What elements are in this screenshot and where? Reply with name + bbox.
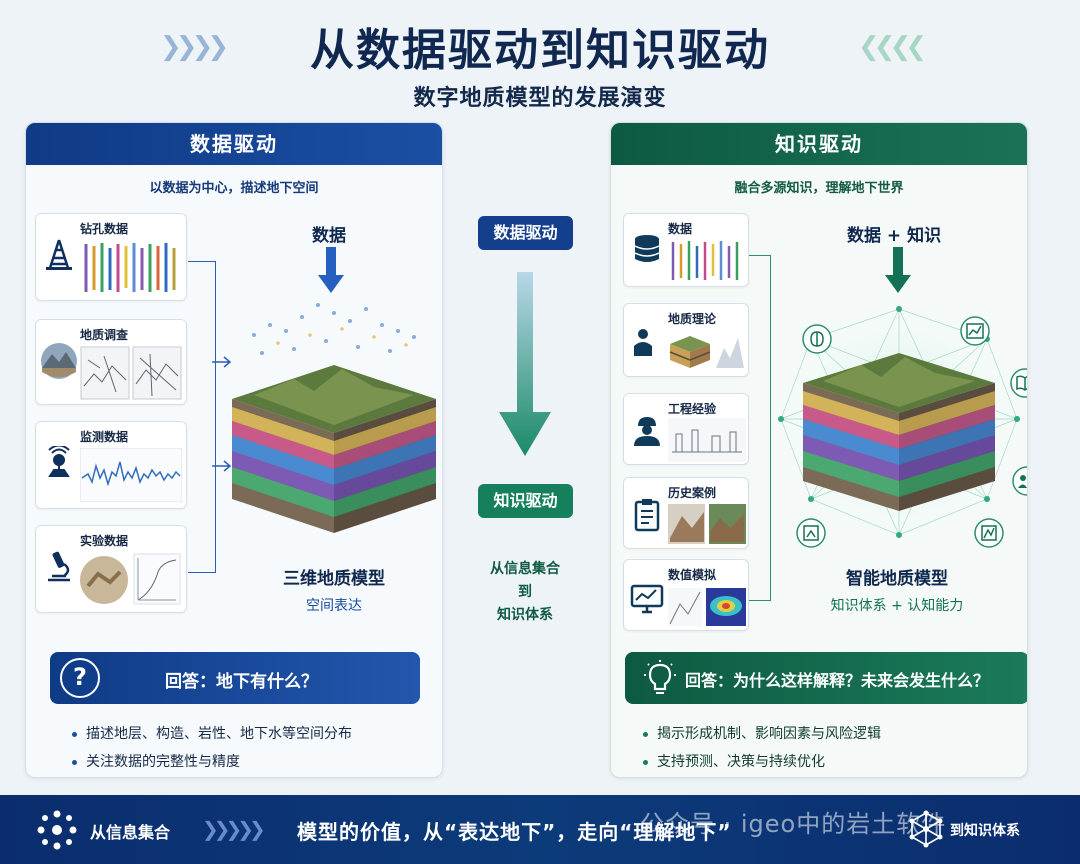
page-subtitle: 数字地质模型的发展演变 <box>413 86 667 111</box>
card-historical-cases[interactable]: 历史案例 <box>623 477 749 549</box>
clipboard-icon <box>634 499 660 532</box>
card-label: 地质调查 <box>80 328 129 342</box>
card-label: 数据 <box>668 222 693 236</box>
case-photos-image <box>668 504 746 544</box>
transition-line: 知识体系 <box>497 607 553 623</box>
drill-rig-icon <box>46 239 72 270</box>
engineering-sketch-image <box>668 418 746 462</box>
left-chevrons-icon: ❯❯❯❯ <box>160 32 229 62</box>
model-subtitle: 空间表达 <box>306 598 362 614</box>
down-arrow-icon <box>885 247 911 293</box>
knowledge-driven-pill: 知识驱动 <box>478 484 573 518</box>
monitor-station-icon <box>48 446 70 477</box>
survey-sketch-image <box>80 346 182 400</box>
data-driven-panel: 数据驱动 以数据为中心，描述地下空间 钻孔数据 地质调查 <box>25 122 443 778</box>
model-subtitle: 知识体系 + 认知能力 <box>830 598 964 614</box>
dots-network-icon <box>37 810 77 850</box>
data-driven-header: 数据驱动 <box>26 123 442 165</box>
map-node-icon <box>974 518 1004 548</box>
3d-geological-model <box>232 303 436 533</box>
input-data-knowledge-label: 数据 + 知识 <box>847 226 942 246</box>
microscope-icon <box>48 551 70 582</box>
question-icon: ? <box>60 658 100 698</box>
transition-line: 从信息集合 <box>490 561 560 577</box>
card-borehole-data[interactable]: 钻孔数据 <box>35 213 187 301</box>
monitoring-chart-image <box>80 448 182 502</box>
bullet-item: 关注数据的完整性与精度 <box>72 748 352 776</box>
model-title: 三维地质模型 <box>283 569 385 589</box>
mountain-photo-icon <box>41 343 77 379</box>
card-data[interactable]: 数据 <box>623 213 749 287</box>
bullet-list: 描述地层、构造、岩性、地下水等空间分布 关注数据的完整性与精度 <box>72 720 352 776</box>
transition-text: 从信息集合 到 知识体系 <box>465 558 585 627</box>
bullet-list: 揭示形成机制、影响因素与风险逻辑 支持预测、决策与持续优化 <box>643 720 881 776</box>
brain-node-icon <box>802 324 832 354</box>
card-engineering-experience[interactable]: 工程经验 <box>623 393 749 465</box>
card-label: 实验数据 <box>80 534 129 548</box>
watermark: 公众号 · igeo中的岩土软件 <box>640 810 947 838</box>
analysis-node-icon <box>796 518 826 548</box>
knowledge-driven-description: 融合多源知识，理解地下世界 <box>734 181 904 196</box>
inputs-bracket <box>188 261 216 573</box>
card-label: 监测数据 <box>80 430 129 444</box>
model-title: 智能地质模型 <box>846 569 948 589</box>
chart-node-icon <box>960 316 990 346</box>
card-geological-theory[interactable]: 地质理论 <box>623 303 749 377</box>
transition-line: 到 <box>518 584 532 600</box>
answer-text: 回答：地下有什么？ <box>165 672 318 692</box>
footer-left-label: 从信息集合 <box>90 823 171 842</box>
borehole-logs-image <box>671 241 739 280</box>
bullet-item: 揭示形成机制、影响因素与风险逻辑 <box>643 720 881 748</box>
book-node-icon <box>1010 368 1027 398</box>
knowledge-driven-header: 知识驱动 <box>611 123 1027 165</box>
lightbulb-icon <box>644 660 676 694</box>
footer-right-label: 到知识体系 <box>950 823 1020 839</box>
knowledge-driven-panel: 知识驱动 融合多源知识，理解地下世界 数据 地质理论 <box>610 122 1028 778</box>
card-monitoring-data[interactable]: 监测数据 <box>35 421 187 509</box>
bullet-item: 描述地层、构造、岩性、地下水等空间分布 <box>72 720 352 748</box>
card-label: 地质理论 <box>668 312 717 326</box>
input-arrow-icon <box>212 460 232 472</box>
footer-banner: 从信息集合 ❯❯❯❯❯ 模型的价值，从“表达地下”，走向“理解地下” 到知识体系 <box>0 795 1080 864</box>
database-icon <box>634 235 660 262</box>
simulation-icon <box>630 584 664 614</box>
input-data-label: 数据 <box>312 226 346 246</box>
answer-banner: ? 回答：地下有什么？ <box>50 652 420 704</box>
answer-banner: 回答：为什么这样解释？未来会发生什么？ <box>625 652 1027 704</box>
card-numerical-simulation[interactable]: 数值模拟 <box>623 559 749 631</box>
card-geological-survey[interactable]: 地质调查 <box>35 319 187 405</box>
answer-text: 回答：为什么这样解释？未来会发生什么？ <box>685 671 990 690</box>
bullet-item: 支持预测、决策与持续优化 <box>643 748 881 776</box>
footer-chevrons-icon: ❯❯❯❯❯ <box>202 817 266 841</box>
down-arrow-icon <box>318 247 344 293</box>
card-lab-data[interactable]: 实验数据 <box>35 525 187 613</box>
right-chevrons-icon: ❮❮❮❮ <box>858 32 927 62</box>
card-label: 工程经验 <box>668 402 717 416</box>
intelligent-geological-model <box>778 305 1020 541</box>
card-label: 数值模拟 <box>668 568 717 582</box>
data-driven-description: 以数据为中心，描述地下空间 <box>149 181 319 196</box>
simulation-result-image <box>668 588 746 626</box>
page-title: 从数据驱动到知识驱动 <box>310 25 770 76</box>
card-label: 历史案例 <box>668 486 717 500</box>
transition-arrow-icon <box>499 272 551 456</box>
input-arrow-icon <box>212 356 232 368</box>
stratigraphy-image <box>669 336 744 368</box>
engineer-icon <box>634 417 660 446</box>
theory-icon <box>634 329 652 356</box>
inputs-bracket <box>749 255 771 601</box>
lab-results-image <box>80 553 181 605</box>
card-label: 钻孔数据 <box>80 222 129 236</box>
borehole-logs-image <box>84 243 176 292</box>
team-node-icon <box>1012 466 1027 496</box>
footer-center-text: 模型的价值，从“表达地下”，走向“理解地下” <box>297 820 732 844</box>
knowledge-network-icon <box>909 810 943 848</box>
data-driven-pill: 数据驱动 <box>478 216 573 250</box>
